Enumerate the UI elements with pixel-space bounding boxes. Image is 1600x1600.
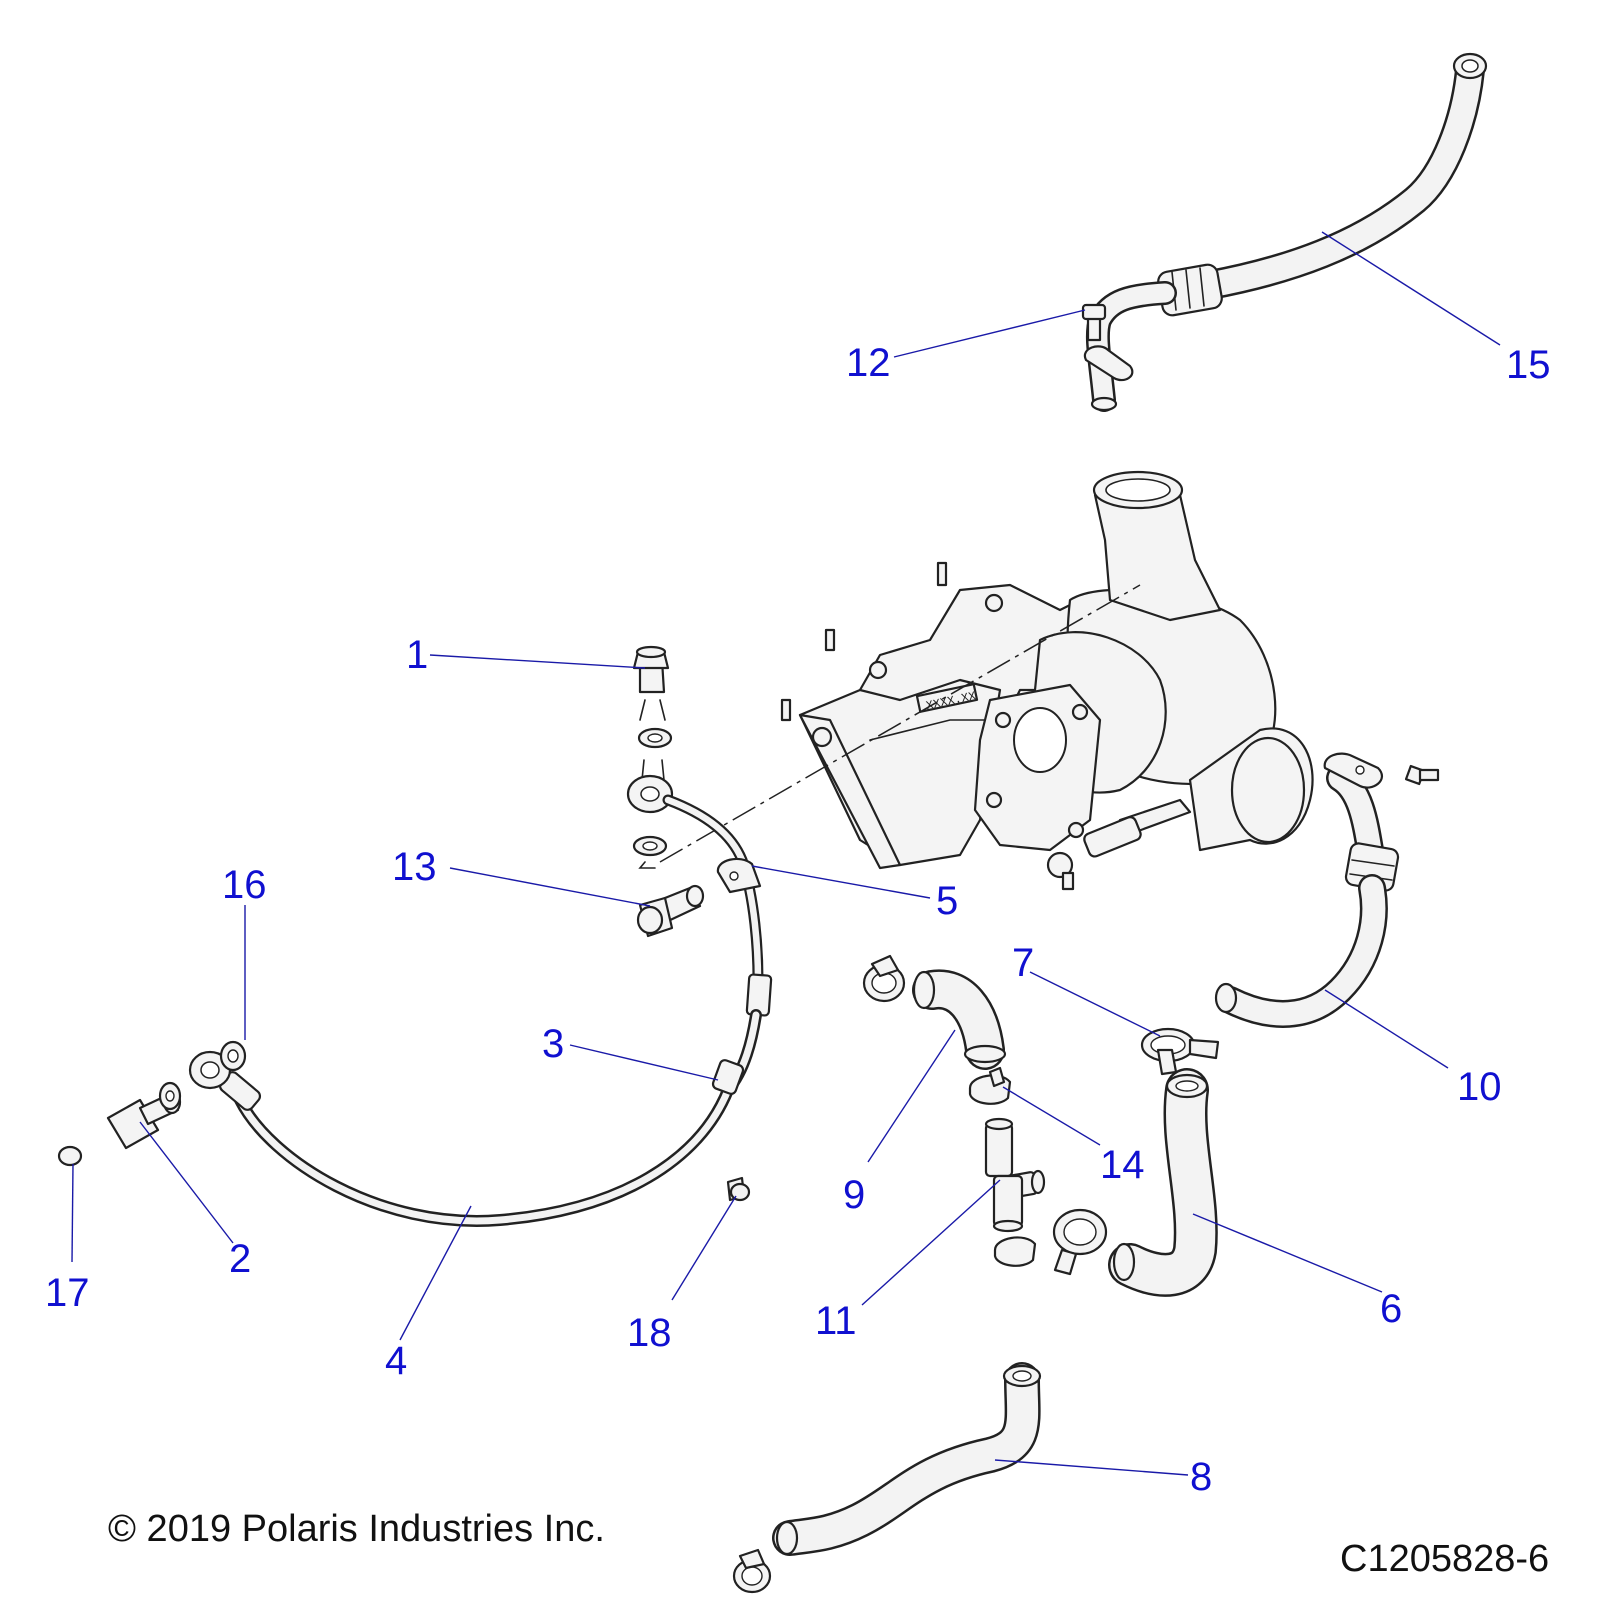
part-6-hose <box>1108 1068 1218 1297</box>
leader-lines <box>71 231 1501 1476</box>
part-9-hose-clamp <box>862 954 906 1003</box>
callout-12: 12 <box>846 341 891 385</box>
callout-16: 16 <box>222 863 267 907</box>
callout-13: 13 <box>392 845 437 889</box>
part-9-elbow-hose <box>912 969 1007 1070</box>
callout-17: 17 <box>45 1271 90 1315</box>
part-1-banjo-bolt <box>632 645 670 694</box>
callout-6: 6 <box>1380 1287 1402 1331</box>
callout-9: 9 <box>843 1173 865 1217</box>
part-11-tee-fitting <box>984 1117 1046 1233</box>
part-13-spacer <box>636 884 705 938</box>
part-18-screw <box>726 1176 751 1202</box>
callout-5: 5 <box>936 879 958 923</box>
part-2-fitting <box>106 1081 182 1150</box>
part-8-hose-clamp <box>732 1548 772 1594</box>
turbocharger-assembly: XXXX.XX <box>780 470 1314 891</box>
copyright-notice: © 2019 Polaris Industries Inc. <box>108 1508 605 1550</box>
callout-4: 4 <box>385 1339 407 1383</box>
callout-2: 2 <box>229 1237 251 1281</box>
part-3-4-oil-feed-line <box>188 774 773 1227</box>
part-16-washer <box>219 1040 247 1072</box>
manifold-studs <box>780 561 1004 748</box>
part-10-bolt <box>1404 764 1440 786</box>
callout-8: 8 <box>1190 1455 1212 1499</box>
callout-3: 3 <box>542 1022 564 1066</box>
part-17-cap <box>57 1145 83 1167</box>
callout-1: 1 <box>406 633 428 677</box>
callout-11: 11 <box>815 1299 857 1343</box>
part-5-clamp <box>716 857 762 894</box>
callout-7: 7 <box>1012 941 1034 985</box>
drawing-number: C1205828-6 <box>1340 1538 1550 1580</box>
sealing-washers <box>632 727 673 857</box>
callout-14: 14 <box>1100 1143 1145 1187</box>
callout-15: 15 <box>1506 343 1551 387</box>
part-12-bolt <box>1081 303 1107 342</box>
callout-numbers: 1 2 3 4 5 6 7 8 9 10 11 12 13 14 15 16 1… <box>45 341 1551 1499</box>
part-14-hose-clamp <box>968 1066 1037 1267</box>
part-10-coolant-tube <box>1214 752 1400 1028</box>
part-15-coolant-tube <box>1083 52 1488 412</box>
callout-18: 18 <box>627 1311 672 1355</box>
part-8-hose <box>772 1362 1042 1556</box>
assembly-centerline <box>659 584 1141 863</box>
callout-10: 10 <box>1457 1065 1502 1109</box>
part-11-hose-clamp <box>1052 1208 1108 1276</box>
part-7-hose-clamp <box>1140 1027 1220 1076</box>
